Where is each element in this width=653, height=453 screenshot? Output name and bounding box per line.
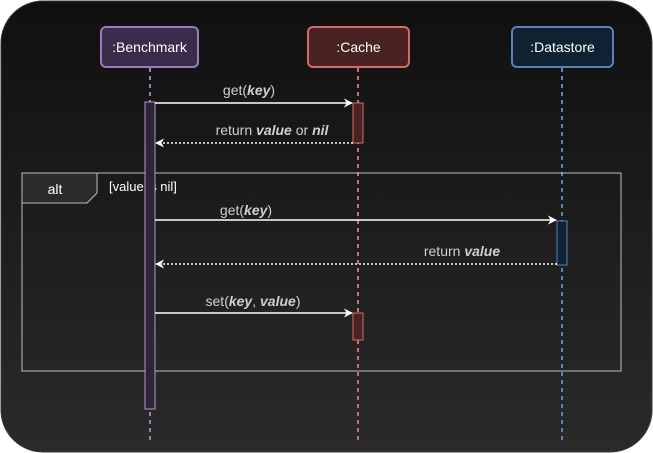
alt-fragment bbox=[21, 172, 622, 372]
alt-fragment-label-box bbox=[21, 172, 98, 204]
message-label-get-key-datastore-part-2: ) bbox=[267, 202, 272, 218]
message-label-set-key-value-part-4: ) bbox=[296, 293, 301, 309]
participant-cache: :Cache bbox=[307, 26, 410, 68]
message-label-get-key-datastore: get(key) bbox=[220, 202, 272, 218]
message-label-get-key-datastore-part-0: get( bbox=[220, 202, 244, 218]
participant-cache-box bbox=[307, 26, 410, 68]
message-label-return-value-or-nil: return value or nil bbox=[216, 122, 330, 138]
participant-datastore-label: :Datastore bbox=[530, 39, 595, 55]
activation-cache-1 bbox=[352, 102, 364, 144]
activation-cache-2 bbox=[352, 312, 364, 341]
message-label-return-value-or-nil-part-1: value bbox=[256, 122, 292, 138]
message-label-get-key-datastore-part-1: key bbox=[244, 202, 269, 218]
activation-benchmark bbox=[144, 101, 156, 410]
participant-datastore: :Datastore bbox=[511, 26, 614, 68]
participant-cache-label: :Cache bbox=[336, 39, 381, 55]
message-label-return-value-part-0: return bbox=[424, 243, 464, 259]
message-label-return-value-part-1: value bbox=[464, 243, 500, 259]
message-label-set-key-value-part-2: , bbox=[252, 293, 260, 309]
message-label-get-key-part-2: ) bbox=[270, 82, 275, 98]
message-label-get-key-part-0: get( bbox=[223, 82, 247, 98]
message-label-return-value-or-nil-part-0: return bbox=[216, 122, 256, 138]
participant-benchmark-label: :Benchmark bbox=[112, 39, 188, 55]
message-label-return-value: return value bbox=[424, 243, 500, 259]
alt-operator: alt bbox=[48, 181, 63, 197]
activation-datastore bbox=[556, 220, 568, 266]
participant-benchmark: :Benchmark bbox=[100, 26, 199, 68]
participant-benchmark-box bbox=[100, 26, 199, 68]
message-label-get-key-part-1: key bbox=[247, 82, 272, 98]
message-label-get-key: get(key) bbox=[223, 82, 275, 98]
message-label-set-key-value-part-1: key bbox=[229, 293, 254, 309]
message-label-set-key-value-part-3: value bbox=[260, 293, 296, 309]
message-label-return-value-or-nil-part-3: nil bbox=[312, 122, 329, 138]
participant-datastore-box bbox=[511, 26, 614, 68]
message-label-return-value-or-nil-part-2: or bbox=[292, 122, 312, 138]
alt-guard: [value is nil] bbox=[109, 179, 177, 194]
message-label-set-key-value-part-0: set( bbox=[206, 293, 230, 309]
message-label-set-key-value: set(key, value) bbox=[206, 293, 301, 309]
